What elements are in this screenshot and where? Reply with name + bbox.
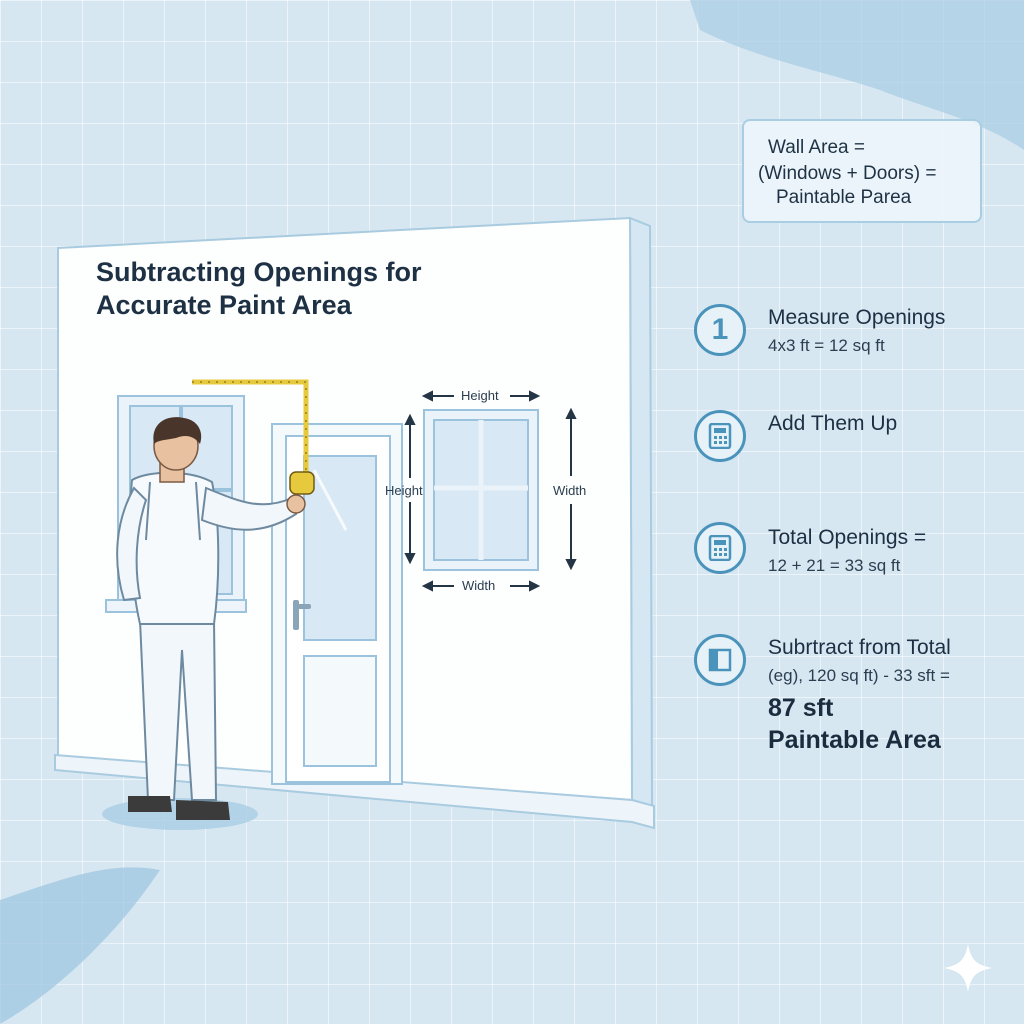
formula-line-2: (Windows + Doors) = xyxy=(758,163,937,184)
result-label: Paintable Area xyxy=(768,726,941,754)
step-title: Measure Openings xyxy=(768,306,946,329)
step-title: Total Openings = xyxy=(768,526,927,549)
subtract-icon xyxy=(694,634,746,686)
number-one-icon: 1 xyxy=(694,304,746,356)
calculator-icon xyxy=(694,410,746,462)
paint-stroke-top-right xyxy=(690,0,1024,150)
title-line-2: Accurate Paint Area xyxy=(96,290,352,320)
dimension-label-bottom: Width xyxy=(462,578,496,593)
dimension-arrows xyxy=(404,390,577,592)
sparkle-icon xyxy=(944,944,992,992)
step-subtitle: 12 + 21 = 33 sq ft xyxy=(768,556,901,575)
page-title: Subtracting Openings for Accurate Paint … xyxy=(96,256,516,322)
formula-line-1: Wall Area = xyxy=(768,137,865,158)
step-title: Add Them Up xyxy=(768,412,898,435)
step-subtitle: (eg), 120 sq ft) - 33 sft = xyxy=(768,666,950,685)
dimension-label-left: Height xyxy=(385,483,423,498)
formula-box: Wall Area = (Windows + Doors) = Paintabl… xyxy=(742,119,982,223)
painter-figure xyxy=(102,417,306,830)
formula-line-3: Paintable Parea xyxy=(776,187,912,208)
measuring-tape xyxy=(192,379,315,495)
result-value: 87 sft xyxy=(768,694,834,722)
dimension-label-top: Height xyxy=(461,388,499,403)
paint-stroke-bottom-left xyxy=(0,867,160,1024)
dimension-label-right: Width xyxy=(553,483,587,498)
step-subtitle: 4x3 ft = 12 sq ft xyxy=(768,336,885,355)
step-number: 1 xyxy=(711,313,729,346)
calculator-icon xyxy=(694,522,746,574)
right-window xyxy=(423,409,539,571)
title-line-1: Subtracting Openings for xyxy=(96,257,422,287)
wall-side xyxy=(628,216,654,808)
step-title: Subrtract from Total xyxy=(768,636,951,659)
